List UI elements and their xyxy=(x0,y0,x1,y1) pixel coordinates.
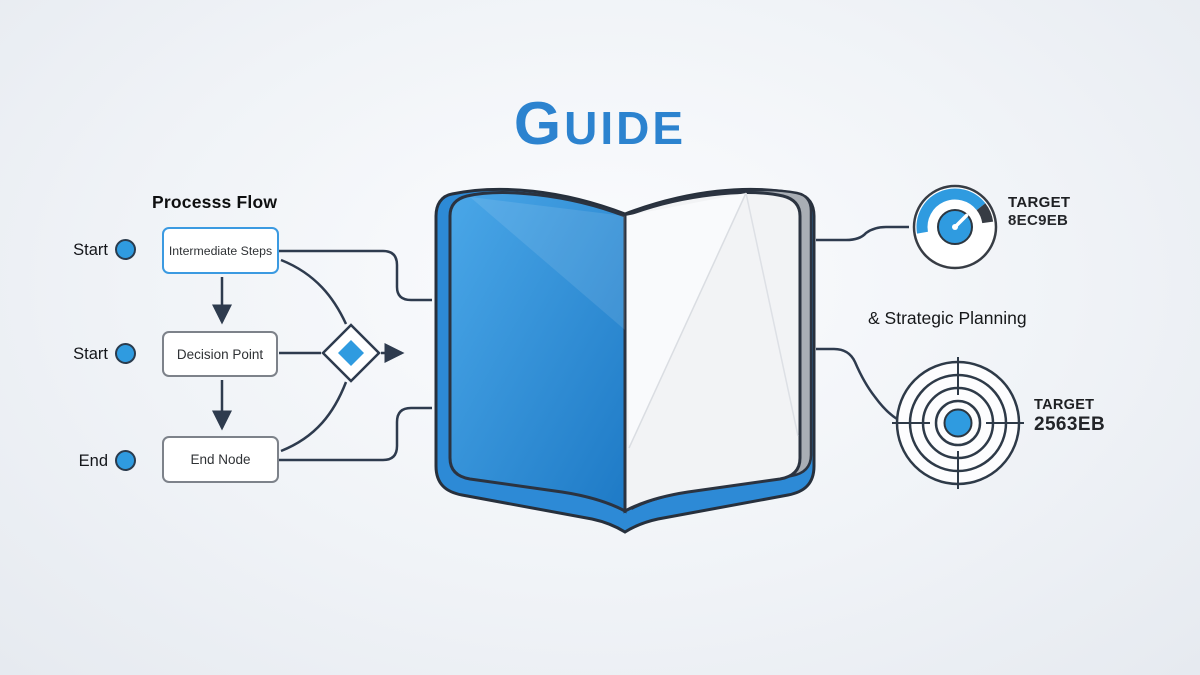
decision-diamond xyxy=(321,323,381,383)
book-left-page xyxy=(448,191,627,514)
flow-node-end-node: End Node xyxy=(162,436,279,483)
target-icon xyxy=(892,357,1024,489)
connector-bottom-to-book xyxy=(279,406,432,462)
connector-book-to-gauge xyxy=(816,225,909,242)
right-page-crease-1 xyxy=(628,192,747,449)
right-page-facet xyxy=(625,193,746,448)
flow-dot-3 xyxy=(115,450,136,471)
page-title: GUIDE xyxy=(513,89,687,157)
connector-bottom-to-diamond xyxy=(280,381,348,453)
flow-connectors xyxy=(212,225,909,462)
flow-dot-2 xyxy=(115,343,136,364)
flow-label-start-2: Start xyxy=(73,345,108,363)
flow-dot-1 xyxy=(115,239,136,260)
gauge-target-value: 8EC9EB xyxy=(1008,212,1069,229)
strategic-planning-note: & Strategic Planning xyxy=(868,308,1027,328)
target-title: TARGET xyxy=(1034,397,1095,413)
connector-book-to-target xyxy=(816,347,898,421)
connector-top-to-book xyxy=(279,249,432,302)
flowchart-heading: Processs Flow xyxy=(152,192,278,212)
open-book-illustration xyxy=(434,187,816,534)
gauge-icon xyxy=(912,184,998,270)
connector-top-to-diamond xyxy=(280,258,348,325)
diamond-core xyxy=(338,340,364,366)
flow-node-intermediate-steps: Intermediate Steps xyxy=(162,227,279,274)
right-page-crease-2 xyxy=(745,192,799,437)
target-value: 2563EB xyxy=(1034,414,1106,435)
left-page-highlight xyxy=(470,197,625,330)
gauge-target-title: TARGET xyxy=(1008,194,1071,211)
flow-label-start-1: Start xyxy=(73,241,108,259)
flow-node-decision-point: Decision Point xyxy=(162,331,278,377)
flow-label-end: End xyxy=(78,452,108,470)
